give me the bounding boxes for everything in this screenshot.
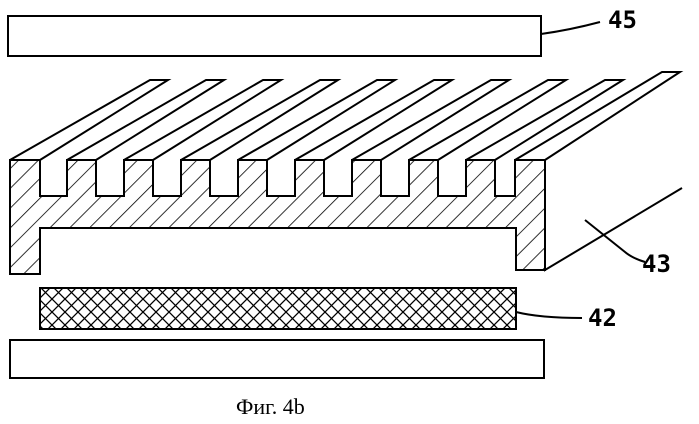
heatsink-fins — [10, 72, 682, 270]
heatsink-front — [10, 160, 545, 274]
label-42: 42 — [588, 304, 617, 332]
label-45: 45 — [608, 6, 637, 34]
label-43: 43 — [642, 250, 671, 278]
leader-42 — [516, 312, 582, 318]
top-plate — [8, 16, 541, 56]
mesh-layer — [40, 288, 516, 329]
leader-45 — [541, 22, 600, 34]
bottom-plate — [10, 340, 544, 378]
figure-caption: Фиг. 4b — [236, 394, 305, 419]
